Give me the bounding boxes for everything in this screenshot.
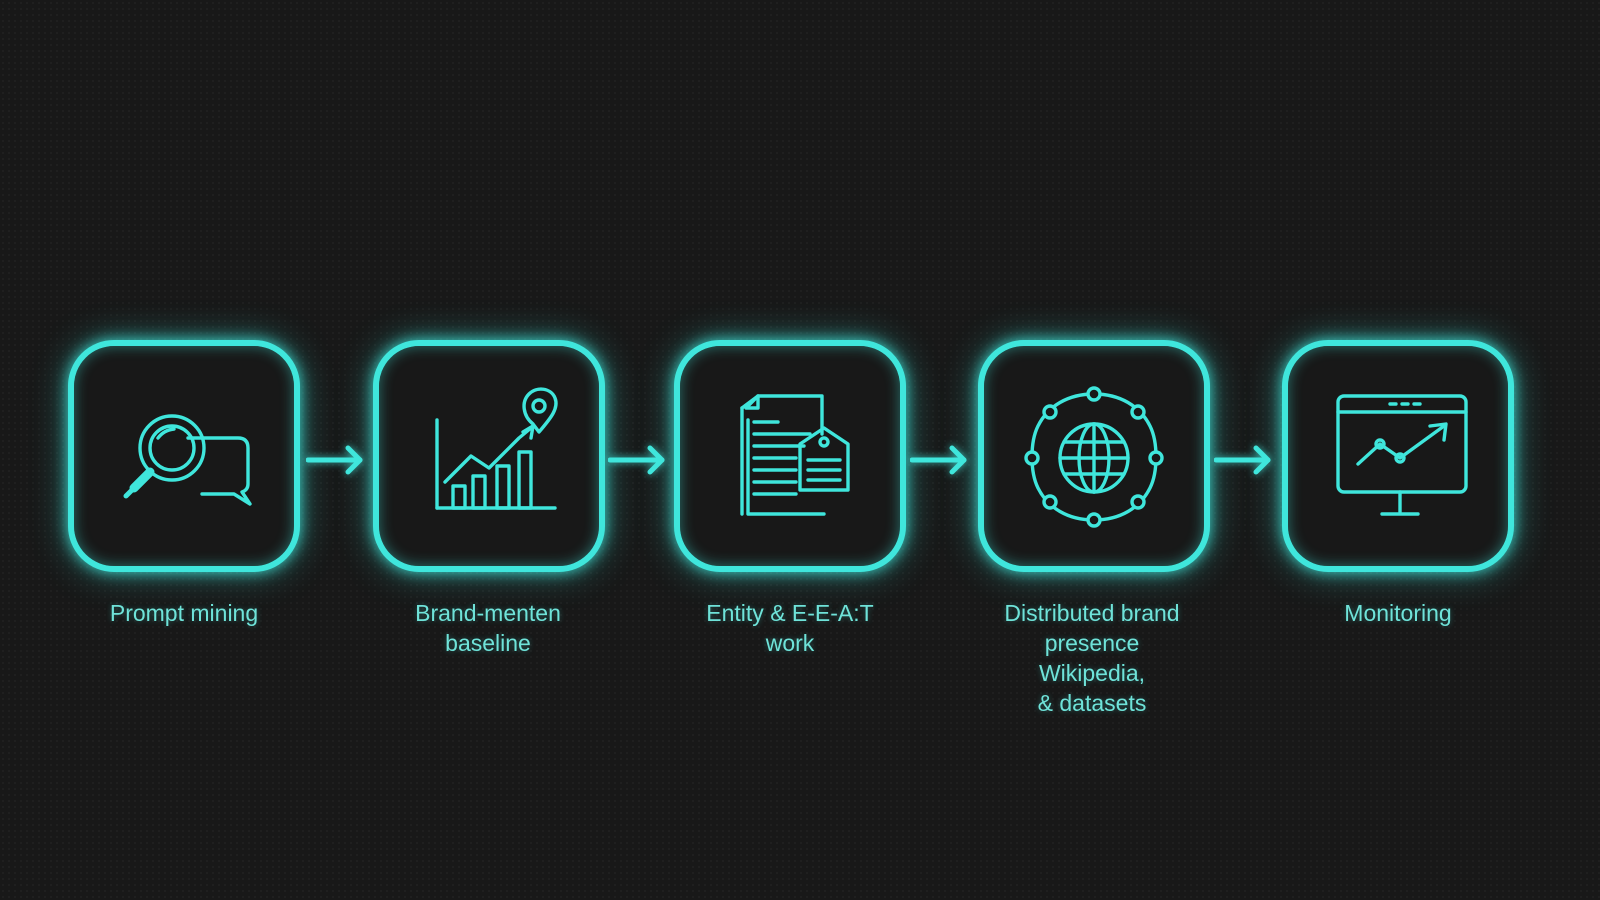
magnifier-chat-icon [123, 414, 252, 506]
arrow-right-icon [1213, 445, 1271, 475]
flow-arrow-1 [305, 440, 366, 480]
step-label-monitoring: Monitoring [1268, 598, 1528, 628]
step-label-line: Wikipedia, [1038, 660, 1146, 686]
step-label-line: Entity & E-E-A:T [706, 600, 874, 626]
step-label-prompt-mining: Prompt mining [54, 598, 314, 628]
monitor-trend-icon [1336, 394, 1468, 516]
arrow-right-icon [607, 445, 665, 475]
globe-network-icon [1024, 386, 1164, 528]
step-label-line: work [765, 630, 815, 656]
step-label-brand-mention-baseline: Brand-menten baseline [358, 598, 618, 658]
step-label-line: baseline [445, 630, 531, 656]
step-label-line: Prompt mining [109, 600, 259, 626]
step-box-entity-eeat-work [674, 340, 906, 572]
arrow-right-icon [909, 445, 967, 475]
step-label-line: presence [1044, 630, 1140, 656]
flow-arrow-4 [1213, 440, 1274, 480]
growth-chart-pin-icon [435, 387, 558, 510]
step-label-line: & datasets [1037, 690, 1147, 716]
step-label-line: Brand-menten [415, 600, 561, 626]
step-label-entity-eeat-work: Entity & E-E-A:T work [660, 598, 920, 658]
step-label-line: Monitoring [1344, 600, 1452, 626]
step-box-prompt-mining [68, 340, 300, 572]
step-box-distributed-brand-presence [978, 340, 1210, 572]
document-tag-icon [740, 394, 850, 516]
step-box-brand-mention-baseline [373, 340, 605, 572]
flow-arrow-3 [909, 440, 970, 480]
step-label-line: Distributed brand [1004, 600, 1180, 626]
step-box-monitoring [1282, 340, 1514, 572]
arrow-right-icon [305, 445, 363, 475]
flow-arrow-2 [607, 440, 668, 480]
step-label-distributed-brand-presence: Distributed brand presence Wikipedia, & … [962, 598, 1222, 718]
